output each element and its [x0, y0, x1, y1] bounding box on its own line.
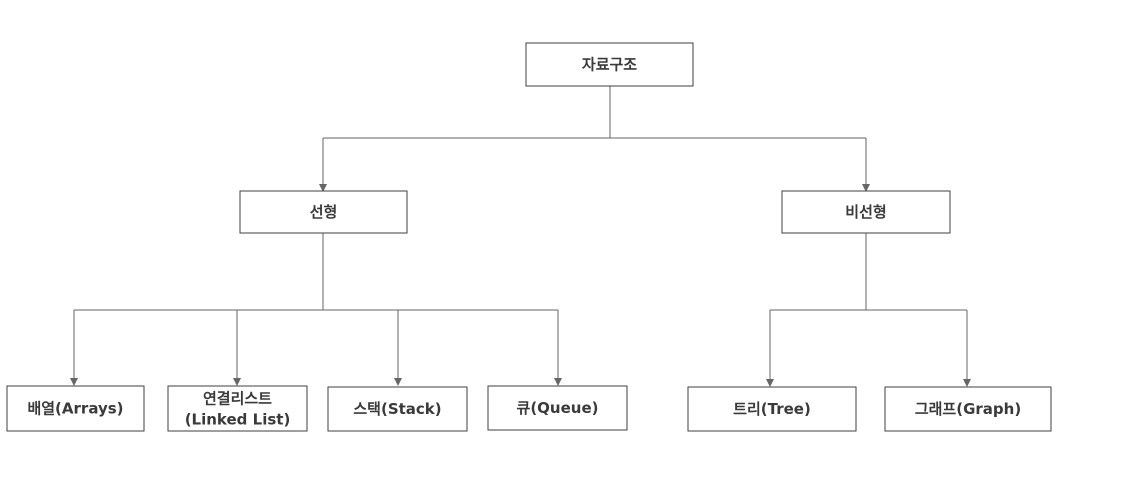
node-root: 자료구조 [525, 42, 694, 87]
node-arrays-box [6, 385, 145, 432]
node-graph-label: 그래프(Graph) [915, 400, 1021, 418]
node-linear: 선형 [239, 190, 408, 234]
edges-linear-to-children [70, 233, 562, 386]
node-tree-box [687, 386, 857, 432]
node-root-label: 자료구조 [582, 56, 637, 74]
node-graph-box [884, 386, 1052, 432]
node-queue-box [487, 385, 628, 431]
node-nonlinear: 비선형 [781, 190, 951, 234]
node-tree-label: 트리(Tree) [733, 400, 811, 418]
node-nonlinear-box [781, 190, 951, 234]
node-linked-list-label-line2: (Linked List) [185, 411, 291, 429]
node-stack-box [327, 386, 468, 432]
node-linked-list: 연결리스트 (Linked List) [167, 385, 308, 432]
node-nonlinear-label: 비선형 [845, 203, 886, 221]
edges-nonlinear-to-children [766, 233, 971, 387]
edges-root-to-categories [319, 86, 870, 192]
node-linked-list-box [167, 385, 308, 432]
node-queue: 큐(Queue) [487, 385, 628, 431]
node-stack: 스택(Stack) [327, 386, 468, 432]
node-stack-label: 스택(Stack) [353, 400, 441, 418]
node-graph: 그래프(Graph) [884, 386, 1052, 432]
node-linear-label: 선형 [310, 203, 338, 221]
node-arrays: 배열(Arrays) [6, 385, 145, 432]
node-queue-label: 큐(Queue) [517, 399, 599, 417]
node-arrays-label: 배열(Arrays) [27, 400, 123, 418]
node-linked-list-label-line1: 연결리스트 [203, 390, 272, 408]
node-tree: 트리(Tree) [687, 386, 857, 432]
node-linear-box [239, 190, 408, 234]
node-root-box [525, 42, 694, 87]
